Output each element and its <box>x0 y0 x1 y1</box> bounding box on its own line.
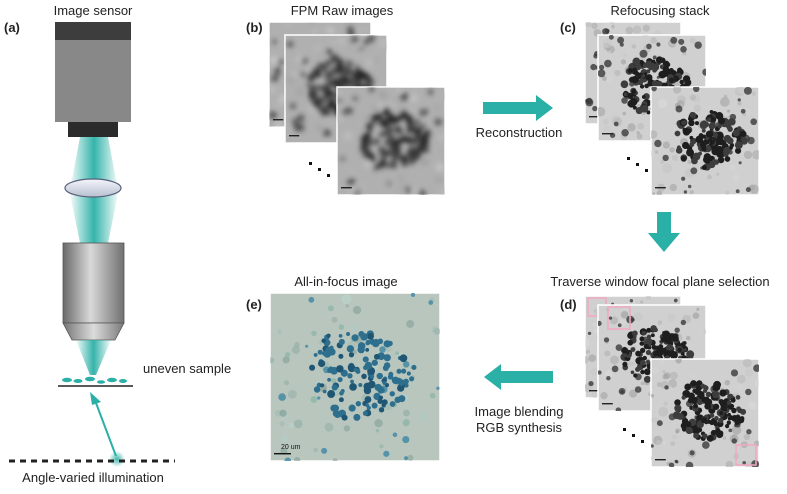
blending-label: Image blending <box>474 404 564 419</box>
traverse-label: Traverse window focal plane selection <box>550 274 770 289</box>
scale-bar <box>655 187 666 189</box>
panel-label-a: (a) <box>4 20 20 35</box>
fpm-raw-label: FPM Raw images <box>290 3 394 18</box>
scale-bar <box>655 459 666 461</box>
scale-bar <box>341 187 352 189</box>
stack-ellipsis-b <box>309 162 330 177</box>
scale-bar <box>274 453 291 455</box>
panel-label-c: (c) <box>560 20 576 35</box>
illumination-ray <box>95 402 117 457</box>
refocusing-stack-images <box>584 21 760 196</box>
objective-body <box>62 242 125 324</box>
scale-bar <box>602 403 613 405</box>
all-in-focus-label: All-in-focus image <box>294 274 398 289</box>
sensor-mount <box>68 122 118 137</box>
selection-window <box>607 306 631 330</box>
uneven-sample-label: uneven sample <box>143 361 232 376</box>
lower-beam <box>76 340 111 375</box>
focal-selection-images <box>584 295 760 468</box>
scale-bar <box>589 116 599 118</box>
all-in-focus-image <box>269 292 441 462</box>
fpm-raw-images <box>268 21 446 196</box>
arrow-blending <box>484 364 553 390</box>
upper-beam <box>70 137 118 190</box>
sample-specimens <box>62 376 127 384</box>
panel-label-e: (e) <box>246 297 262 312</box>
tube-lens <box>64 178 122 198</box>
scale-bar <box>589 390 599 392</box>
rgb-label: RGB synthesis <box>476 420 562 435</box>
middle-beam <box>70 194 118 243</box>
scale-bar <box>602 133 613 135</box>
stack-ellipsis-d <box>623 428 644 443</box>
scalebar-label: 20 um <box>281 444 301 451</box>
refocusing-label: Refocusing stack <box>610 3 710 18</box>
panel-label-b: (b) <box>246 20 263 35</box>
scale-bar <box>289 135 300 137</box>
scale-bar <box>273 119 284 121</box>
arrow-down <box>648 212 680 252</box>
microscope <box>9 22 175 467</box>
led-glow <box>109 451 125 467</box>
illumination-label: Angle-varied illumination <box>22 470 164 485</box>
ray-arrowhead <box>90 392 101 405</box>
objective-cone <box>62 322 125 341</box>
image-sensor-label: Image sensor <box>53 3 133 18</box>
stack-ellipsis-c <box>627 157 648 172</box>
selection-window <box>735 444 757 466</box>
reconstruction-label: Reconstruction <box>475 125 563 140</box>
panel-label-d: (d) <box>560 297 577 312</box>
sensor-top <box>55 22 131 40</box>
arrow-reconstruction <box>483 95 553 121</box>
